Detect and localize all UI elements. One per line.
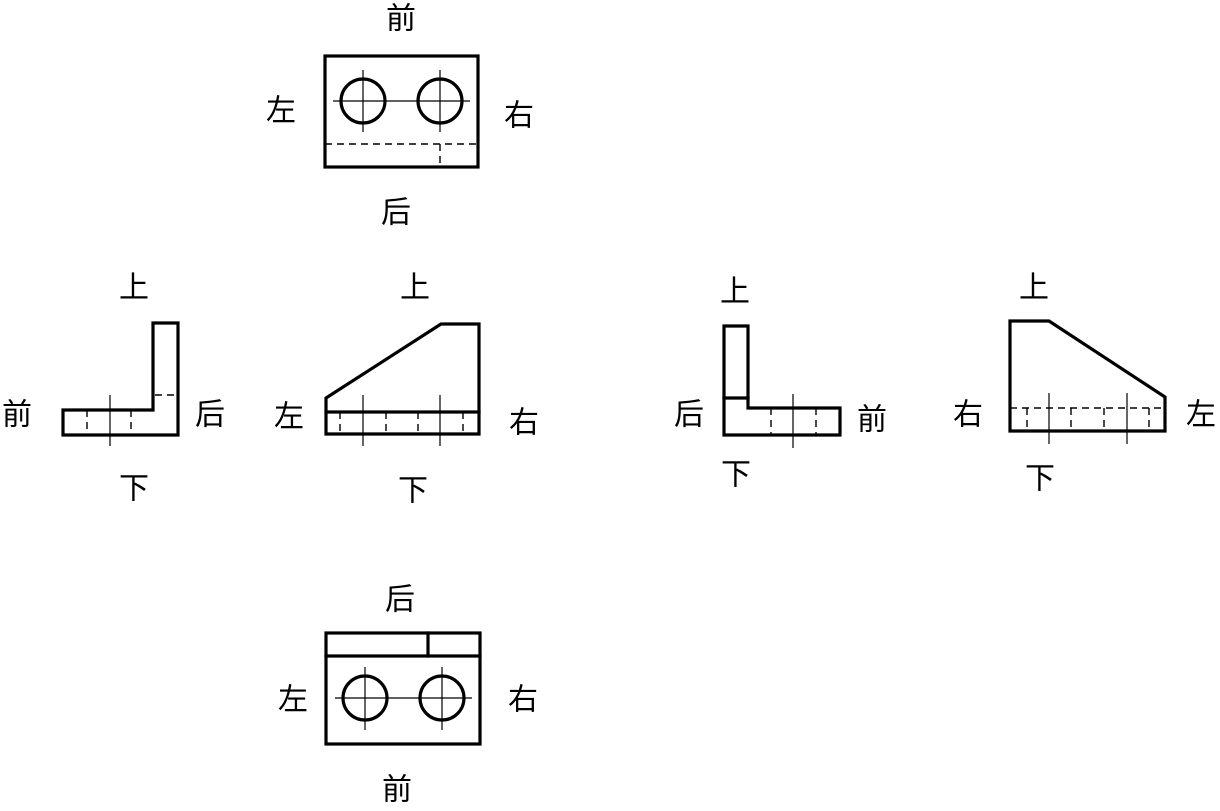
right-view: 上 后 前 下 — [674, 275, 887, 493]
left-view-label-bottom: 下 — [119, 472, 149, 507]
right-view-label-top: 上 — [720, 275, 750, 310]
front-view-outline — [324, 322, 481, 436]
top-view-outline — [323, 54, 480, 169]
front-view-label-right: 右 — [509, 406, 539, 441]
bottom-view-label-top: 后 — [385, 583, 415, 618]
right-view-outline — [722, 324, 842, 437]
top-view-label-bottom: 后 — [381, 196, 411, 231]
back-view: 上 右 左 下 — [953, 271, 1216, 497]
bottom-view-label-right: 右 — [508, 683, 538, 718]
front-view-label-bottom: 下 — [398, 474, 428, 509]
left-view: 上 前 后 下 — [2, 271, 225, 507]
bottom-view-outline — [324, 631, 482, 746]
left-view-outline — [61, 321, 180, 437]
left-view-label-left: 前 — [2, 398, 32, 433]
bottom-view-label-left: 左 — [278, 683, 308, 718]
back-view-label-right: 左 — [1186, 398, 1216, 433]
top-view: 前 左 右 后 — [266, 2, 534, 231]
left-view-label-top: 上 — [119, 271, 149, 306]
top-view-label-right: 右 — [504, 99, 534, 134]
left-view-label-right: 后 — [195, 398, 225, 433]
back-view-outline — [1008, 319, 1167, 433]
right-view-label-right: 前 — [857, 403, 887, 438]
front-view-label-left: 左 — [274, 400, 304, 435]
bottom-view-label-bottom: 前 — [382, 773, 412, 808]
top-view-label-left: 左 — [266, 94, 296, 129]
front-view: 上 左 右 下 — [274, 271, 539, 509]
back-view-label-left: 右 — [953, 398, 983, 433]
back-view-label-bottom: 下 — [1025, 462, 1055, 497]
top-view-label-top: 前 — [386, 2, 416, 37]
front-view-label-top: 上 — [400, 271, 430, 306]
right-view-label-bottom: 下 — [721, 458, 751, 493]
back-view-label-top: 上 — [1019, 271, 1049, 306]
right-view-label-left: 后 — [674, 398, 704, 433]
bottom-view: 后 左 右 前 — [278, 583, 538, 808]
